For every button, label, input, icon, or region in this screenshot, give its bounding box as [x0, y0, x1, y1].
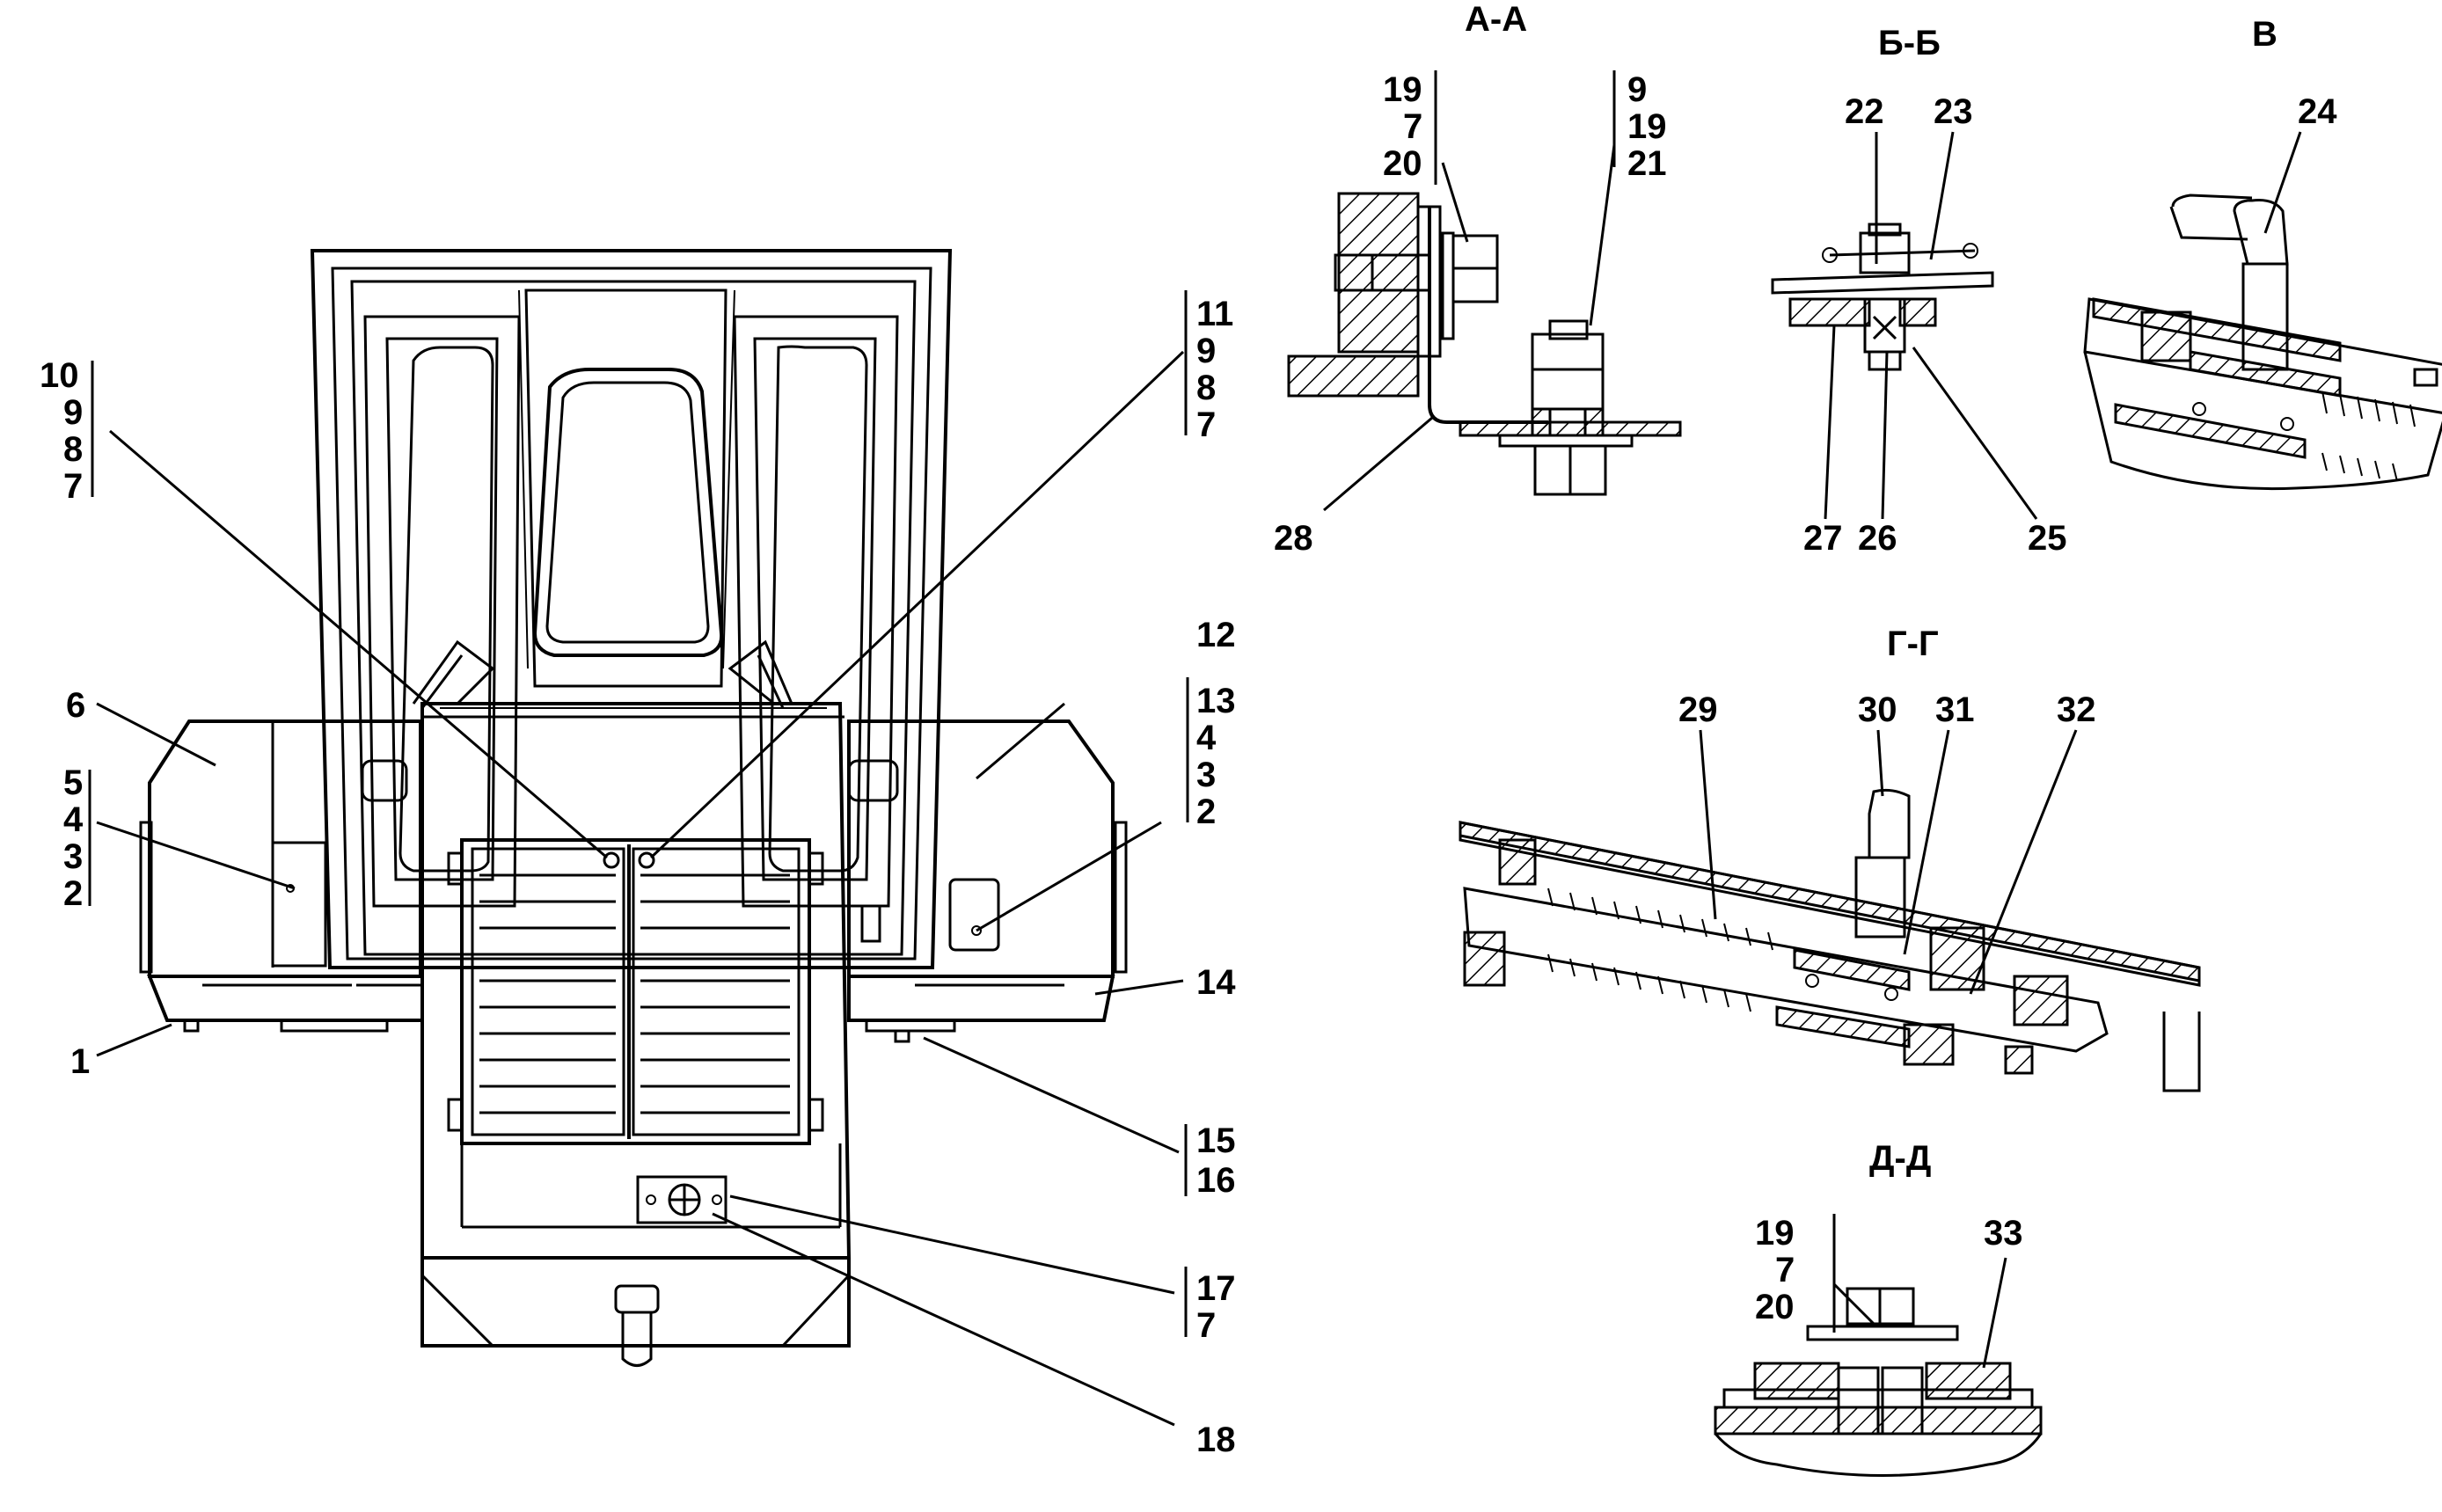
stack-right-17: 17 7 — [1196, 1269, 1236, 1345]
callout-12: 12 — [1196, 616, 1236, 654]
view-v-leaders — [2263, 131, 2302, 234]
stack-label: 9 — [1627, 70, 1647, 109]
view-v-drawing — [2083, 194, 2442, 491]
stack-right-mid: 13 4 3 2 — [1196, 682, 1236, 831]
section-aa-leaders — [1323, 70, 1616, 512]
view-v-springs — [2321, 391, 2416, 482]
stack-aa-left: 19 7 20 — [1383, 70, 1422, 183]
stack-label: 2 — [1196, 793, 1216, 831]
callout-6: 6 — [66, 686, 85, 725]
stack-left-mid: 5 4 3 2 — [63, 763, 84, 913]
callout-27: 27 — [1803, 519, 1843, 558]
stack-label: 2 — [63, 874, 83, 913]
section-gg-drawing — [1459, 788, 2201, 1092]
stack-label: 11 — [1196, 295, 1233, 333]
stack-label: 16 — [1196, 1161, 1236, 1200]
callout-23: 23 — [1934, 92, 1973, 131]
stack-right-top: 11 9 8 7 — [1196, 295, 1233, 444]
stack-label: 8 — [1196, 369, 1216, 407]
callout-29: 29 — [1678, 690, 1718, 729]
callout-31: 31 — [1935, 690, 1975, 729]
stack-label: 5 — [63, 763, 83, 802]
stack-label: 9 — [1196, 332, 1216, 370]
callout-28: 28 — [1274, 519, 1313, 558]
stack-label: 21 — [1627, 144, 1667, 183]
stack-label: 8 — [63, 430, 83, 469]
section-dd-drawing — [1714, 1287, 2043, 1477]
stack-label: 15 — [1196, 1121, 1236, 1160]
section-title-aa: А-А — [1465, 0, 1527, 39]
stack-right-15: 15 16 — [1196, 1121, 1236, 1200]
stack-label: 7 — [1196, 405, 1216, 444]
stack-label: 20 — [1383, 144, 1422, 183]
callout-26: 26 — [1858, 519, 1897, 558]
main-view — [139, 249, 1128, 1367]
callout-30: 30 — [1858, 690, 1897, 729]
section-aa-drawing — [1287, 192, 1682, 496]
stack-label: 19 — [1627, 107, 1667, 146]
stack-label: 17 — [1196, 1269, 1236, 1308]
stack-label: 7 — [1775, 1251, 1795, 1289]
stack-aa-right: 9 19 21 — [1627, 70, 1667, 183]
stack-label: 20 — [1755, 1288, 1795, 1326]
section-title-gg: Г-Г — [1887, 625, 1939, 663]
stack-left-top: 10 9 8 7 — [40, 356, 83, 506]
grille-right — [640, 873, 790, 1114]
stack-label: 4 — [63, 800, 84, 839]
stack-label: 7 — [1403, 107, 1422, 146]
callout-18: 18 — [1196, 1421, 1236, 1459]
callout-32: 32 — [2057, 690, 2096, 729]
section-dd-leaders — [1832, 1214, 2007, 1369]
section-bb-leaders — [1824, 131, 2038, 520]
grille-left — [479, 873, 616, 1114]
stack-label: 13 — [1196, 682, 1236, 720]
stack-label: 19 — [1755, 1214, 1795, 1253]
stack-label: 3 — [63, 837, 83, 876]
stack-label: 10 — [40, 356, 79, 395]
section-title-bb: Б-Б — [1878, 24, 1941, 62]
section-gg-leaders — [1699, 729, 2078, 995]
main-leaders — [96, 350, 1185, 1427]
callout-14: 14 — [1196, 963, 1236, 1002]
section-title-v: В — [2252, 15, 2277, 54]
stack-dd-left: 19 7 20 — [1755, 1214, 1795, 1326]
stack-label: 7 — [1196, 1306, 1216, 1345]
callout-1: 1 — [70, 1042, 90, 1081]
section-title-dd: Д-Д — [1869, 1139, 1931, 1178]
stack-label: 19 — [1383, 70, 1422, 109]
callout-24: 24 — [2298, 92, 2337, 131]
stack-label: 7 — [63, 467, 83, 506]
section-bb-drawing — [1771, 223, 1994, 371]
callout-22: 22 — [1845, 92, 1884, 131]
stack-label: 4 — [1196, 719, 1217, 757]
callout-25: 25 — [2028, 519, 2067, 558]
callout-33: 33 — [1984, 1214, 2023, 1253]
stack-label: 3 — [1196, 756, 1216, 794]
section-gg-springs — [1547, 887, 1773, 1012]
stack-label: 9 — [63, 393, 83, 432]
